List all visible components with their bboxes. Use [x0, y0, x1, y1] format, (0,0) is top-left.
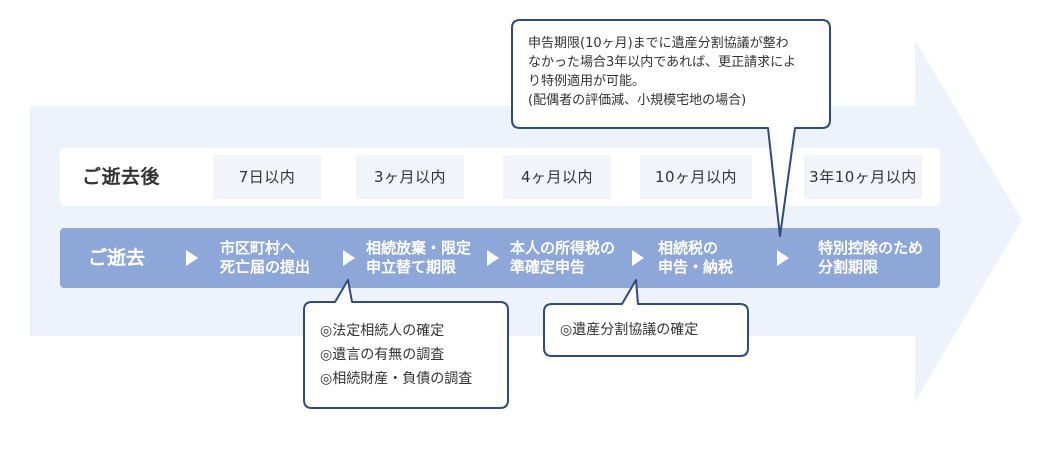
callout-top-shape — [511, 19, 831, 237]
callout-bottom-right-text: ◎遺産分割協議の確定 — [560, 322, 699, 338]
timeline-cell-4months: 4ヶ月以内 — [503, 155, 611, 199]
chevron-right-icon — [777, 250, 789, 266]
process-step-inheritance-tax: 相続税の 申告・納税 — [658, 239, 734, 276]
callout-bottom-right-shape — [543, 279, 749, 357]
callout-top-text: 申告期限(10ヶ月)までに遺産分割協議が整わ なかった場合3年以内であれば、更正… — [528, 36, 797, 108]
timeline-cell-7days: 7日以内 — [213, 155, 321, 199]
chevron-right-icon — [343, 250, 355, 266]
timeline-bar: ご逝去後 7日以内 3ヶ月以内 4ヶ月以内 10ヶ月以内 3年10ヶ月以内 — [60, 148, 940, 206]
callout-bottom-left-text: ◎法定相続人の確定 ◎遺言の有無の調査 ◎相続財産・負債の調査 — [320, 323, 473, 387]
process-step-renunciation: 相続放棄・限定 申立替て期限 — [366, 239, 472, 276]
timeline-cell-3months: 3ヶ月以内 — [356, 155, 464, 199]
timeline-head: ご逝去後 — [82, 155, 202, 199]
process-step-death-notice: 市区町村へ 死亡届の提出 — [220, 239, 311, 276]
process-step-division-deadline: 特別控除のため 分割期限 — [818, 239, 924, 276]
process-bar: ご逝去 市区町村へ 死亡届の提出 相続放棄・限定 申立替て期限 本人の所得税の … — [60, 228, 940, 288]
callout-bottom-left-shape — [303, 279, 509, 409]
process-step-income-tax: 本人の所得税の 準確定申告 — [510, 239, 616, 276]
chevron-right-icon — [186, 250, 198, 266]
process-head: ご逝去 — [88, 246, 146, 269]
chevron-right-icon — [487, 250, 499, 266]
timeline-cell-3years10months: 3年10ヶ月以内 — [804, 155, 922, 199]
chevron-right-icon — [632, 250, 644, 266]
timeline-cell-10months: 10ヶ月以内 — [640, 155, 752, 199]
